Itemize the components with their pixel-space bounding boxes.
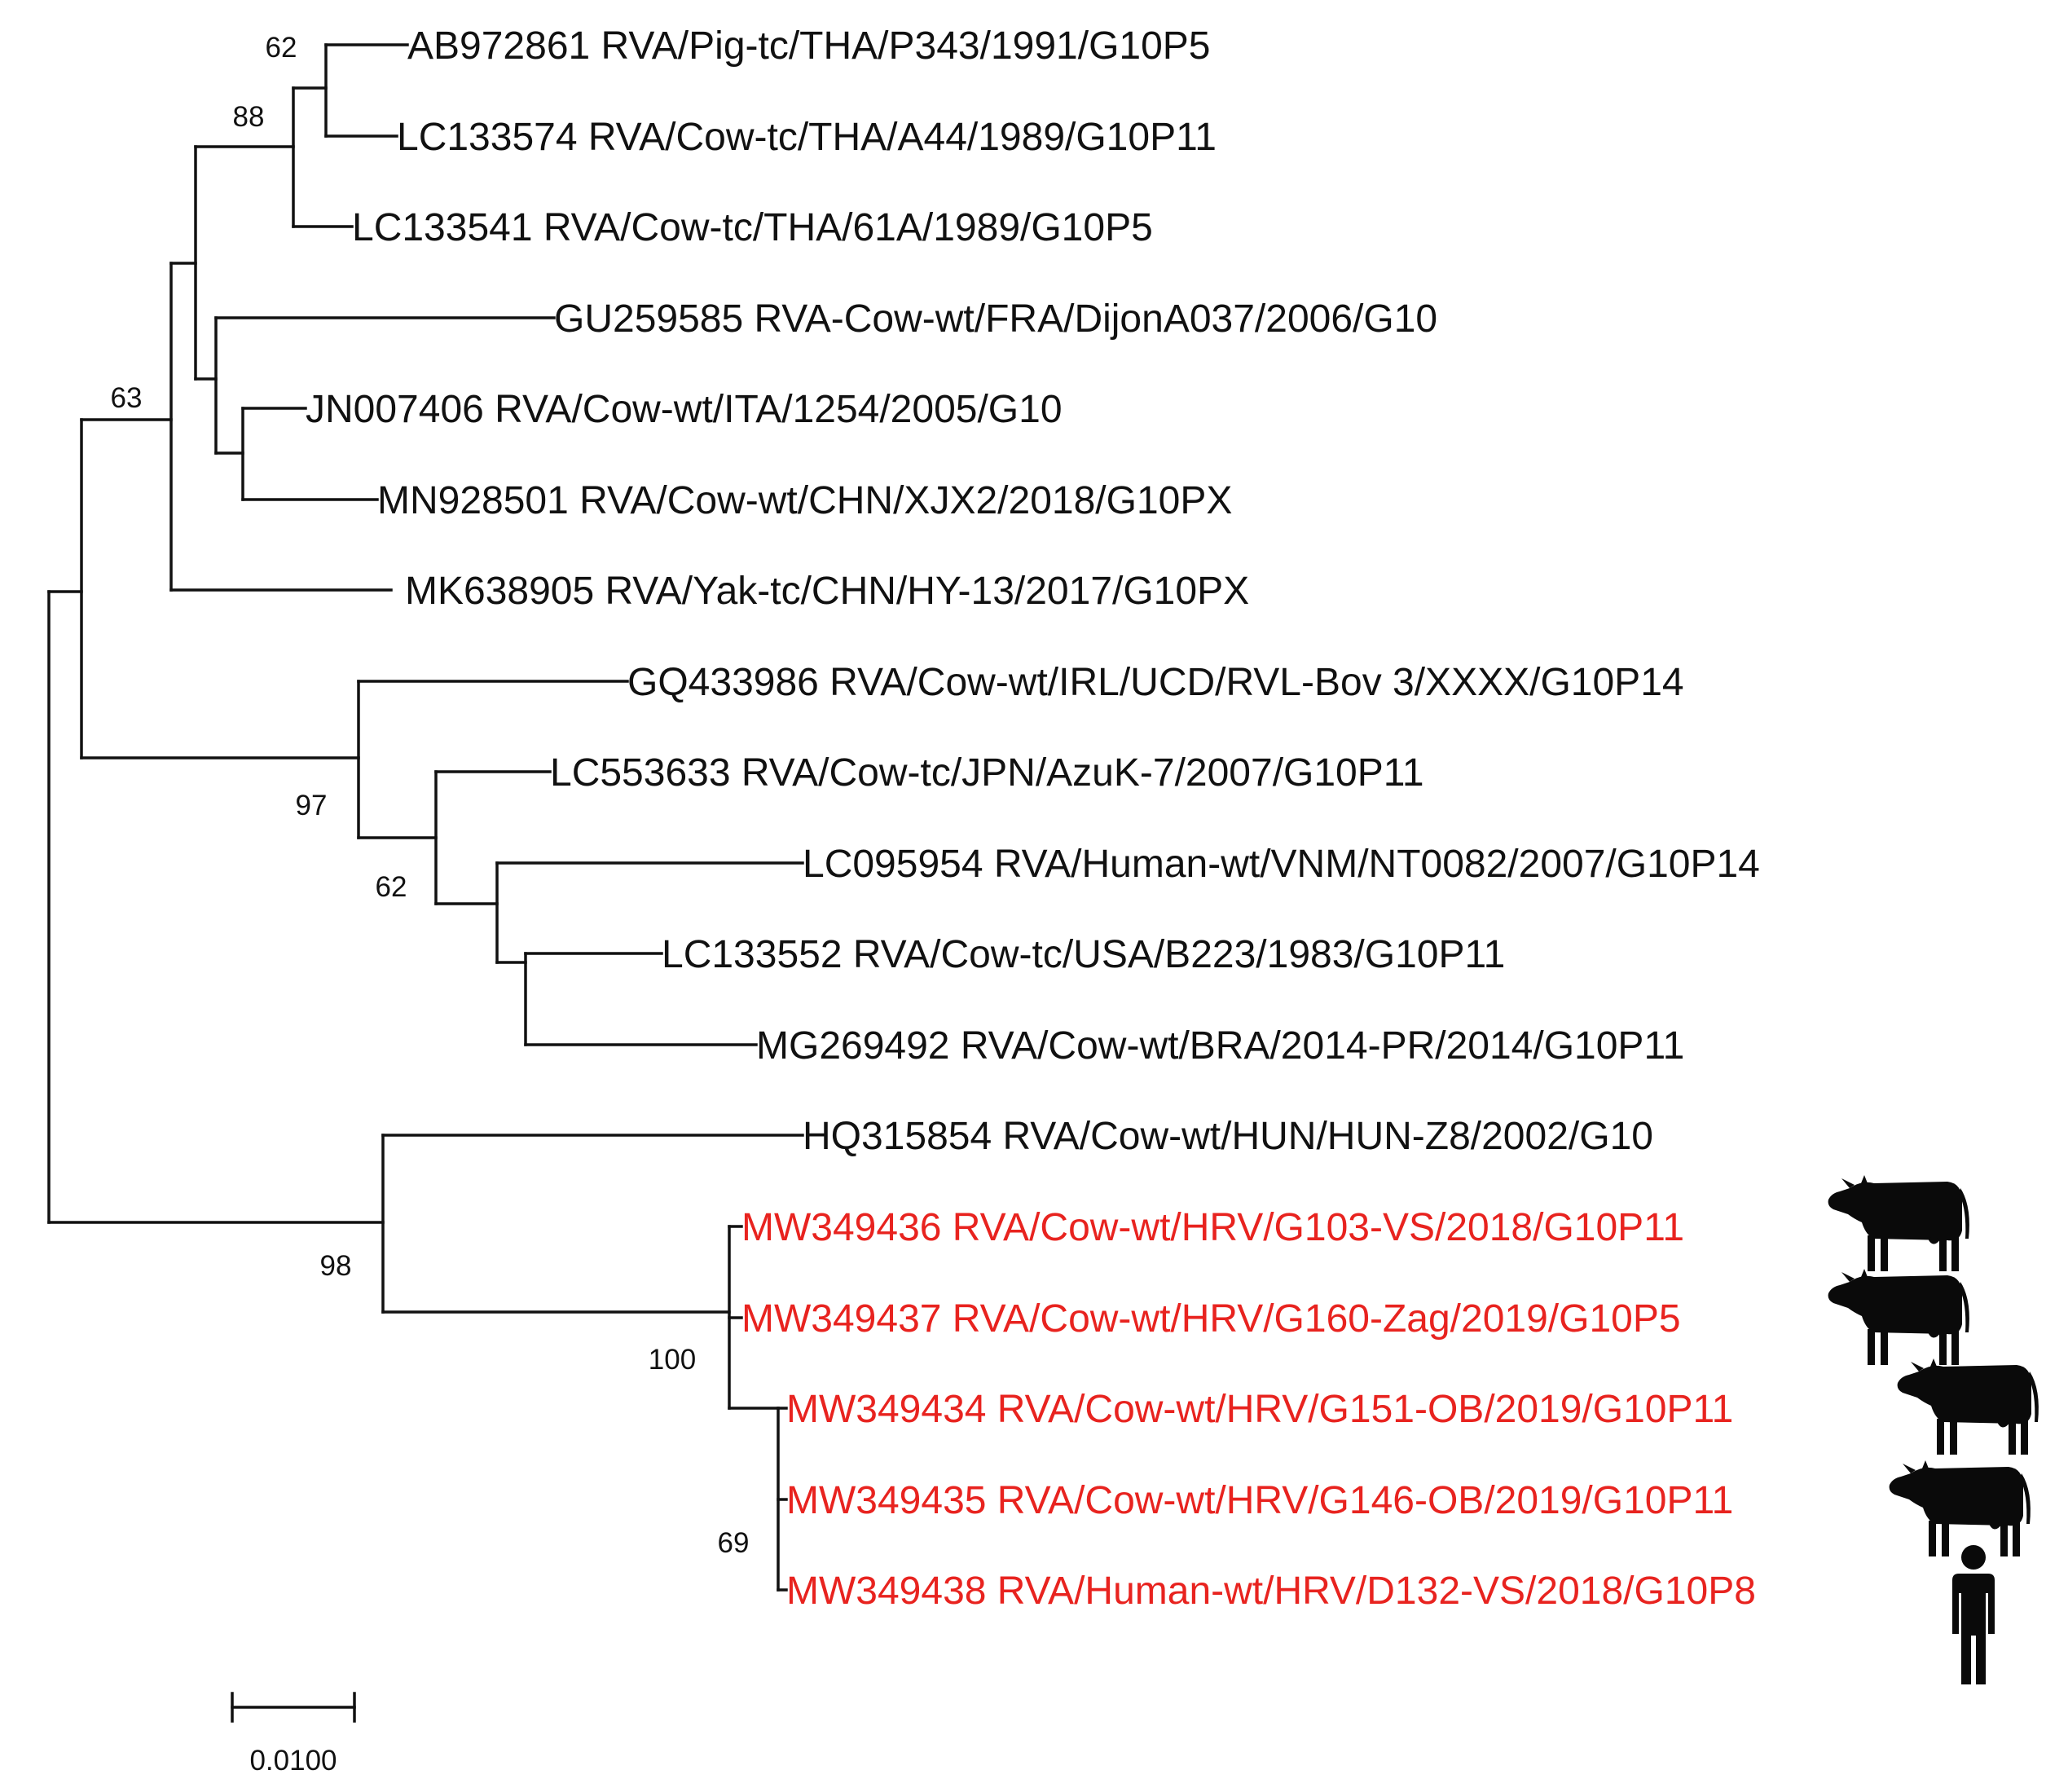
taxon-label: LC133552 RVA/Cow-tc/USA/B223/1983/G10P11 <box>662 933 1505 976</box>
taxon-label: MN928501 RVA/Cow-wt/CHN/XJX2/2018/G10PX <box>377 479 1232 522</box>
host-icons <box>1828 1175 2039 1684</box>
cow-icon <box>1828 1269 1969 1365</box>
taxon-label: LC553633 RVA/Cow-tc/JPN/AzuK-7/2007/G10P… <box>550 751 1424 795</box>
taxon-label: LC133574 RVA/Cow-tc/THA/A44/1989/G10P11 <box>397 116 1217 159</box>
taxon-label: MW349437 RVA/Cow-wt/HRV/G160-Zag/2019/G1… <box>741 1297 1681 1341</box>
taxon-label: MW349436 RVA/Cow-wt/HRV/G103-VS/2018/G10… <box>741 1206 1684 1249</box>
taxon-label: HQ315854 RVA/Cow-wt/HUN/HUN-Z8/2002/G10 <box>803 1115 1653 1158</box>
human-icon <box>1952 1545 1995 1684</box>
bootstrap-value: 69 <box>718 1527 750 1559</box>
cow-icon <box>1889 1460 2031 1556</box>
bootstrap-value: 100 <box>649 1344 696 1376</box>
cow-icon <box>1828 1175 1969 1271</box>
taxon-label: LC133541 RVA/Cow-tc/THA/61A/1989/G10P5 <box>352 206 1153 249</box>
taxon-label: MG269492 RVA/Cow-wt/BRA/2014-PR/2014/G10… <box>756 1024 1684 1068</box>
bootstrap-value: 88 <box>233 101 265 133</box>
bootstrap-value: 97 <box>296 790 328 821</box>
bootstrap-value: 63 <box>111 382 143 414</box>
taxon-label: GU259585 RVA-Cow-wt/FRA/DijonA037/2006/G… <box>554 297 1437 341</box>
taxon-label: LC095954 RVA/Human-wt/VNM/NT0082/2007/G1… <box>803 843 1760 886</box>
cow-icon <box>1897 1358 2039 1455</box>
taxon-label: MK638905 RVA/Yak-tc/CHN/HY-13/2017/G10PX <box>405 570 1249 613</box>
bootstrap-value: 98 <box>320 1250 352 1282</box>
taxon-labels: AB972861 RVA/Pig-tc/THA/P343/1991/G10P5L… <box>306 24 1760 1613</box>
taxon-label: GQ433986 RVA/Cow-wt/IRL/UCD/RVL-Bov 3/XX… <box>627 661 1684 704</box>
bootstrap-values: 62 88 63 97 62 98 100 69 <box>111 32 750 1559</box>
scale-bar-label: 0.0100 <box>249 1745 337 1777</box>
taxon-label: JN007406 RVA/Cow-wt/ITA/1254/2005/G10 <box>306 388 1063 431</box>
taxon-label: MW349435 RVA/Cow-wt/HRV/G146-OB/2019/G10… <box>786 1479 1733 1522</box>
taxon-label: MW349434 RVA/Cow-wt/HRV/G151-OB/2019/G10… <box>786 1388 1733 1431</box>
bootstrap-value: 62 <box>376 871 407 903</box>
taxon-label: AB972861 RVA/Pig-tc/THA/P343/1991/G10P5 <box>407 24 1211 68</box>
bootstrap-value: 62 <box>266 32 297 64</box>
scale-bar: 0.0100 <box>231 1692 356 1777</box>
tree-branches <box>47 43 804 1592</box>
taxon-label: MW349438 RVA/Human-wt/HRV/D132-VS/2018/G… <box>786 1570 1756 1613</box>
